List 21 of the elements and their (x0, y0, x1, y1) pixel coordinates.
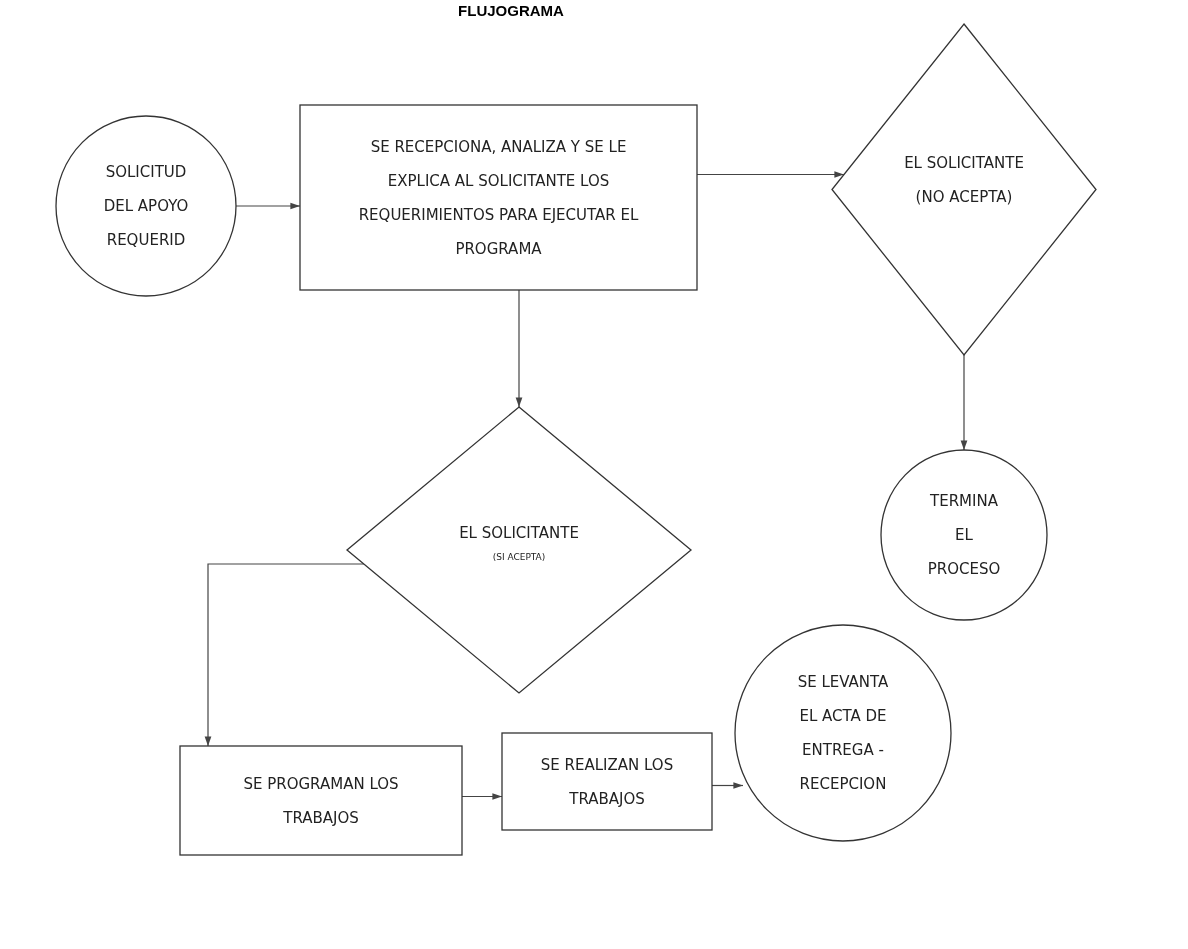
node-label: SE RECEPCIONA, ANALIZA Y SE LE EXPLICA AL SOLICITANTE LOS REQUERIMIENTOS PARA EJECUTAR EL PROGRAMA (357, 136, 640, 260)
process-box (502, 733, 712, 830)
node-label: SE LEVANTA EL ACTA DE ENTREGA - RECEPCION (796, 672, 890, 795)
circle-node (735, 625, 951, 841)
node-label: TERMINA EL PROCESO (926, 491, 1002, 580)
circle-node (56, 116, 236, 296)
decision-diamond (347, 407, 691, 693)
circle-node (881, 450, 1047, 620)
decision-diamond (832, 24, 1096, 355)
process-box (180, 746, 462, 855)
process-box (300, 105, 697, 290)
diagram-title: FLUJOGRAMA (457, 2, 565, 19)
node-label: SOLICITUD DEL APOYO REQUERID (102, 162, 190, 251)
arrow (515, 289, 523, 408)
node-note: (SI ACEPTA) (491, 551, 547, 564)
node-label: SE REALIZAN LOS TRABAJOS (539, 754, 675, 810)
node-label: EL SOLICITANTE (459, 523, 579, 544)
arrow (960, 354, 968, 451)
node-label: SE PROGRAMAN LOS TRABAJOS (242, 773, 400, 829)
arrow (204, 563, 365, 747)
node-label: EL SOLICITANTE (NO ACEPTA) (904, 152, 1024, 208)
